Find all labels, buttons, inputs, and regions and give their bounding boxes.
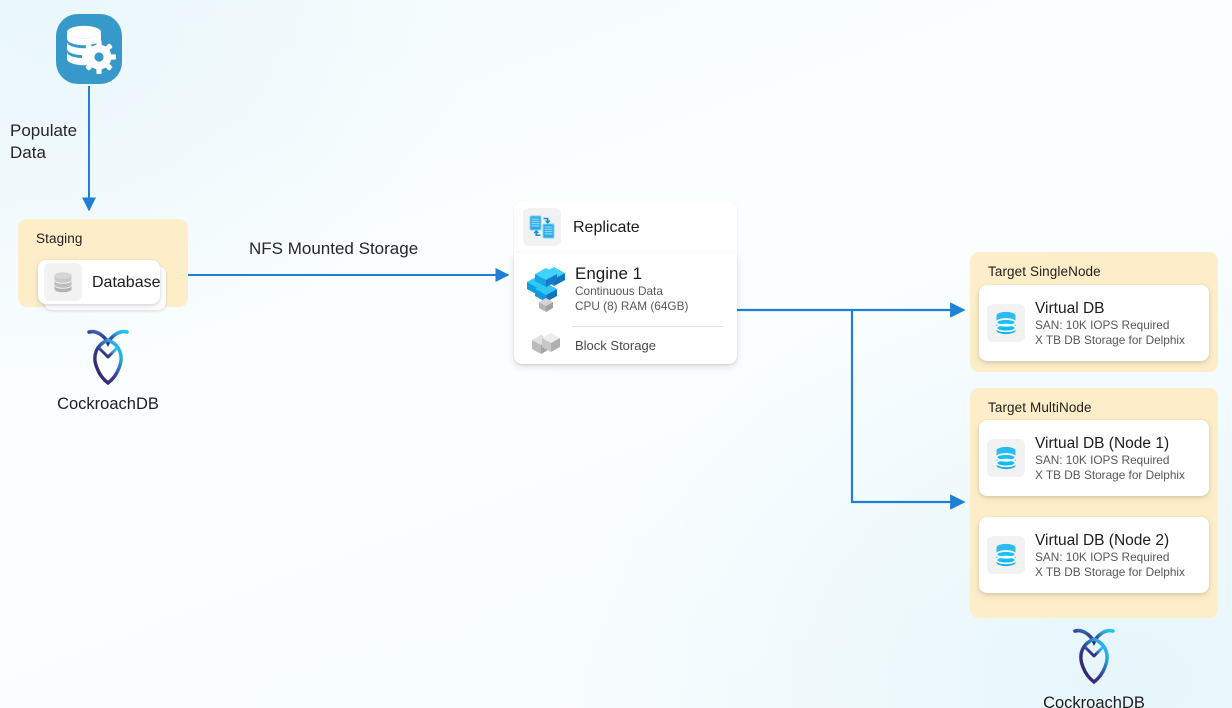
replicate-card[interactable]: Replicate — [514, 201, 737, 253]
virtual-db-icon — [987, 304, 1025, 342]
engine-sub-continuous-data: Continuous Data — [575, 284, 663, 298]
block-storage-icon — [523, 332, 569, 358]
staging-database-card[interactable]: Database — [38, 260, 161, 304]
virtual-db-title-node1: Virtual DB (Node 1) — [1035, 434, 1170, 452]
engine-title: Engine 1 — [575, 264, 643, 283]
database-icon — [44, 263, 82, 301]
virtual-db-sub-san-node2: SAN: 10K IOPS Required — [1035, 549, 1170, 564]
group-title-target-multinode: Target MultiNode — [988, 400, 1092, 415]
virtual-db-title-singlenode: Virtual DB — [1035, 299, 1105, 317]
replicate-label: Replicate — [573, 218, 640, 236]
block-storage-label: Block Storage — [575, 337, 656, 353]
edge-label-populate-data: Populate Data — [10, 121, 78, 162]
virtual-db-title-node2: Virtual DB (Node 2) — [1035, 531, 1170, 549]
engine-card[interactable]: Engine 1 Continuous Data CPU (8) RAM (64… — [514, 253, 737, 364]
block-storage-row[interactable]: Block Storage — [523, 332, 656, 358]
group-title-target-singlenode: Target SingleNode — [988, 264, 1101, 279]
virtual-db-sub-storage-node2: X TB DB Storage for Delphix — [1035, 564, 1185, 579]
virtual-db-card-node2[interactable]: Virtual DB (Node 2) SAN: 10K IOPS Requir… — [979, 517, 1209, 593]
target-cockroachdb-label: CockroachDB — [1043, 694, 1145, 708]
replicate-icon — [523, 208, 561, 246]
target-cockroachdb-logo-block: CockroachDB — [1024, 625, 1164, 708]
group-title-staging: Staging — [36, 231, 83, 246]
virtual-db-icon — [987, 536, 1025, 574]
virtual-db-icon — [987, 439, 1025, 477]
staging-cockroachdb-logo-block: CockroachDB — [38, 326, 178, 414]
cockroachdb-logo-icon — [1073, 628, 1115, 685]
cockroachdb-logo-icon — [87, 329, 129, 386]
source-database-icon — [54, 12, 124, 86]
engine-card-divider — [572, 326, 723, 327]
staging-cockroachdb-label: CockroachDB — [57, 395, 159, 413]
virtual-db-sub-san-node1: SAN: 10K IOPS Required — [1035, 452, 1170, 467]
virtual-db-sub-storage-singlenode: X TB DB Storage for Delphix — [1035, 332, 1185, 347]
virtual-db-card-singlenode[interactable]: Virtual DB SAN: 10K IOPS Required X TB D… — [979, 285, 1209, 361]
engine-cubes-icon — [523, 262, 569, 316]
virtual-db-sub-san-singlenode: SAN: 10K IOPS Required — [1035, 317, 1170, 332]
virtual-db-sub-storage-node1: X TB DB Storage for Delphix — [1035, 467, 1185, 482]
edge-label-nfs-mounted-storage: NFS Mounted Storage — [249, 239, 419, 258]
staging-card-title: Database — [92, 273, 161, 291]
edge-engine-to-targets — [737, 302, 966, 510]
engine-sub-cpu-ram: CPU (8) RAM (64GB) — [575, 299, 689, 313]
virtual-db-card-node1[interactable]: Virtual DB (Node 1) SAN: 10K IOPS Requir… — [979, 420, 1209, 496]
engine-row: Engine 1 Continuous Data CPU (8) RAM (64… — [523, 262, 688, 316]
